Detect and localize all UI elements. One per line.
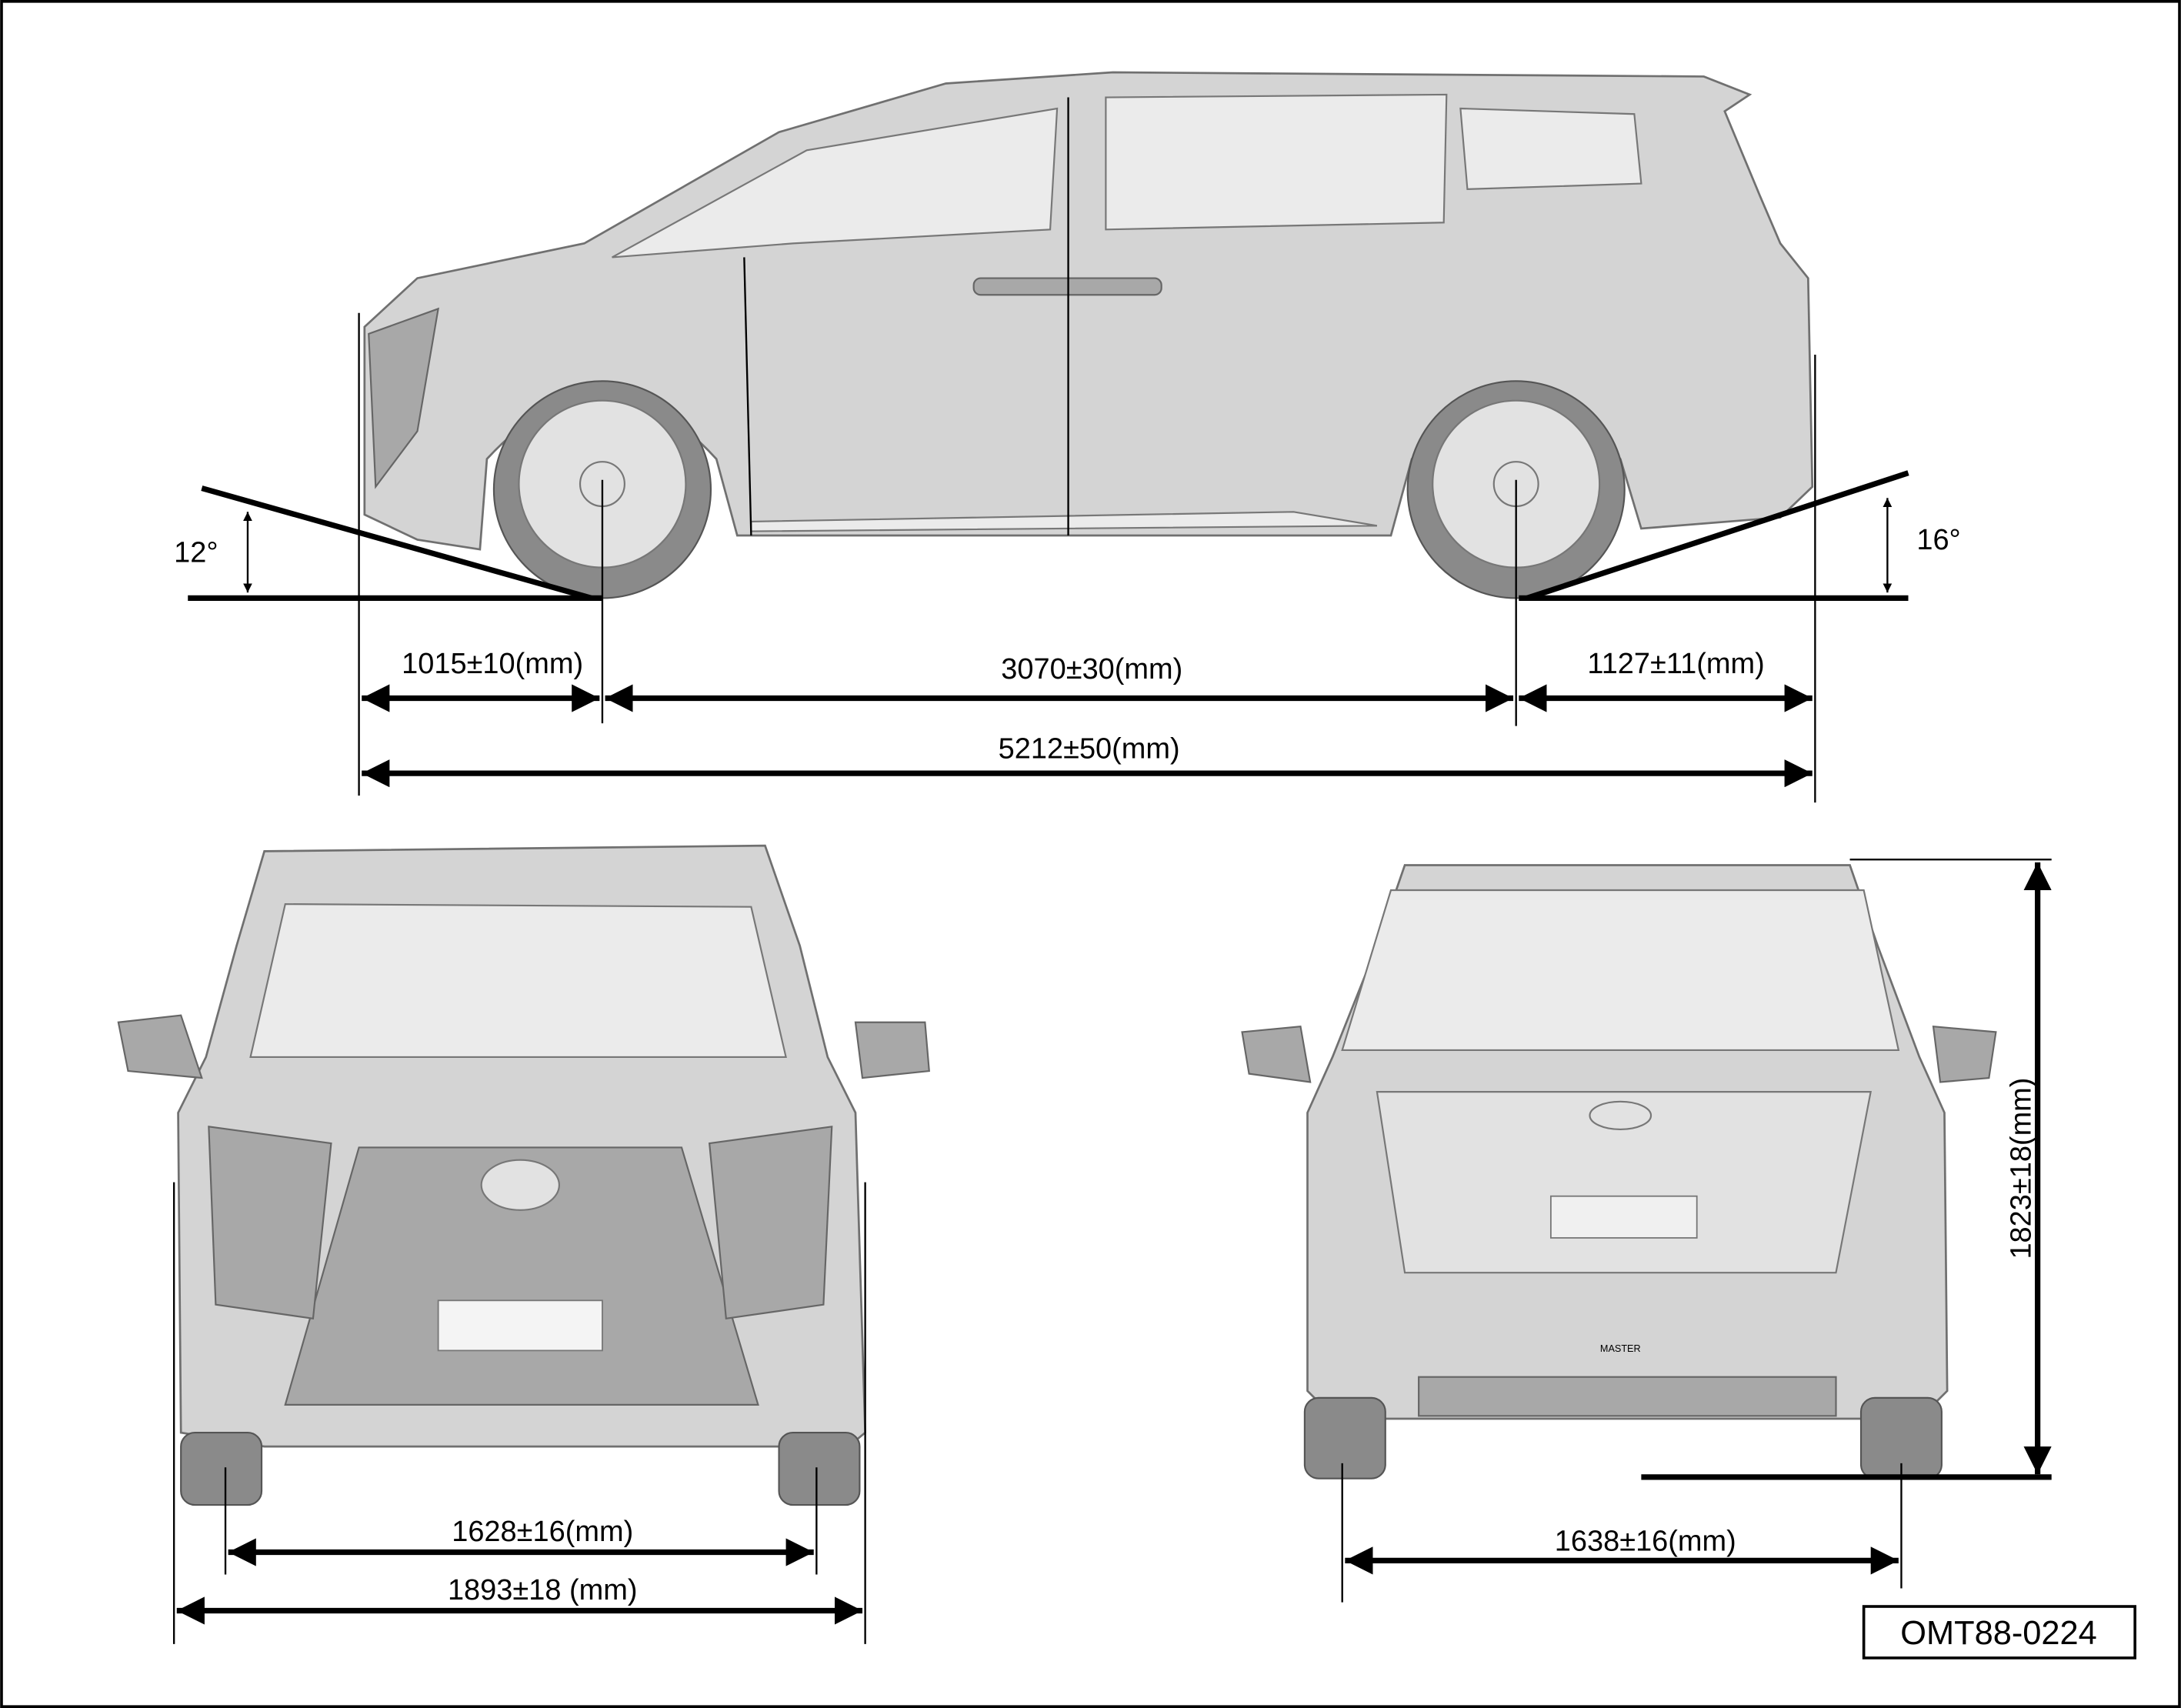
- rear-view-vehicle: MASTER: [1241, 864, 1997, 1479]
- front-view-vehicle: [117, 844, 930, 1506]
- departure-angle-label: 16°: [1916, 524, 1960, 556]
- departure-angle-line: [1526, 470, 1909, 601]
- front-dimensions: 1628±16(mm) 1893±18 (mm): [172, 1182, 866, 1644]
- rear-dimensions: 1638±16(mm) 1823±18(mm): [1341, 859, 2052, 1603]
- overall-height-label: 1823±18(mm): [2006, 1078, 2038, 1259]
- approach-angle-label: 12°: [174, 536, 218, 569]
- rear-track-label: 1638±16(mm): [1555, 1526, 1736, 1558]
- rear-overhang-label: 1127±11(mm): [1587, 648, 1764, 680]
- figure-code: OMT88-0224: [1900, 1615, 2097, 1652]
- front-overhang-label: 1015±10(mm): [402, 648, 583, 680]
- overall-length-label: 5212±50(mm): [999, 732, 1180, 765]
- overall-width-label: 1893±18 (mm): [448, 1574, 638, 1606]
- figure-code-tag: OMT88-0224: [1862, 1605, 2136, 1660]
- front-track-label: 1628±16(mm): [452, 1516, 633, 1548]
- side-dimensions: 12° 16° 1015±10(mm) 3070±30(mm) 1127±11(…: [174, 312, 1961, 803]
- side-view-vehicle: [363, 71, 1814, 599]
- rear-badge-text: MASTER: [1600, 1343, 1641, 1354]
- wheelbase-label: 3070±30(mm): [1001, 653, 1182, 686]
- approach-angle-line: [201, 485, 592, 601]
